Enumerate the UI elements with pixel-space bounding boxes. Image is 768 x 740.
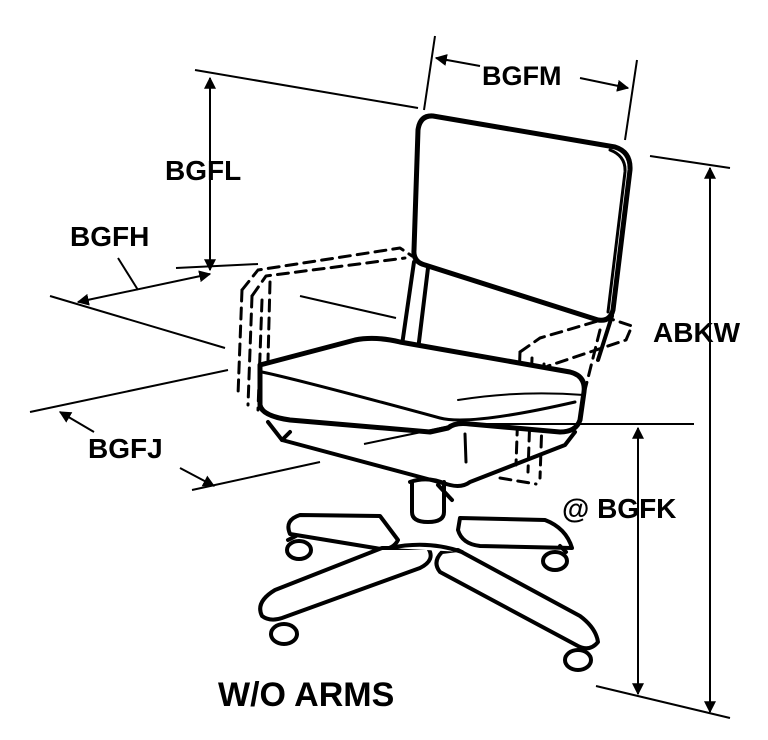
chair-casters xyxy=(269,534,593,672)
chair-column xyxy=(408,477,454,524)
chair-base xyxy=(258,513,600,651)
chair-drawing xyxy=(236,113,634,672)
bgfh-leader xyxy=(117,257,139,291)
caption-wo-arms: W/O ARMS xyxy=(218,676,394,714)
bgfh-ext-seat xyxy=(175,263,259,269)
bgfh-ext xyxy=(49,295,226,349)
bgfh-dim xyxy=(76,270,212,306)
bgfj-ext-right xyxy=(191,461,321,491)
label-bgfh: BGFH xyxy=(70,221,149,252)
bgfj-ext-left xyxy=(29,369,229,413)
seat-width-ref xyxy=(363,423,461,445)
bgfm-arrow-left xyxy=(434,54,481,67)
label-bgfl: BGFL xyxy=(165,155,241,186)
seat-pan xyxy=(266,420,577,488)
label-bgfk: @ BGFK xyxy=(562,493,676,524)
chair-backrest xyxy=(411,113,633,323)
label-abkw: ABKW xyxy=(653,317,741,348)
abkw-ext-top xyxy=(649,155,731,169)
label-bgfm: BGFM xyxy=(482,61,561,91)
bgfj-arrow-bottom xyxy=(179,467,216,487)
bgfj-arrow-top xyxy=(58,411,95,433)
bgfm-ext-left xyxy=(423,35,436,111)
label-bgfj: BGFJ xyxy=(88,433,163,464)
bgfm-arrow-right xyxy=(579,77,630,92)
armrest-left-dashed xyxy=(236,246,414,412)
bgfl-ext-top xyxy=(194,69,419,109)
bgfm-ext-right xyxy=(624,59,638,141)
backrest-uprights xyxy=(400,260,614,362)
seat-ref-line xyxy=(299,295,397,319)
dimension-lines xyxy=(29,35,731,719)
chair-seat xyxy=(257,335,587,435)
